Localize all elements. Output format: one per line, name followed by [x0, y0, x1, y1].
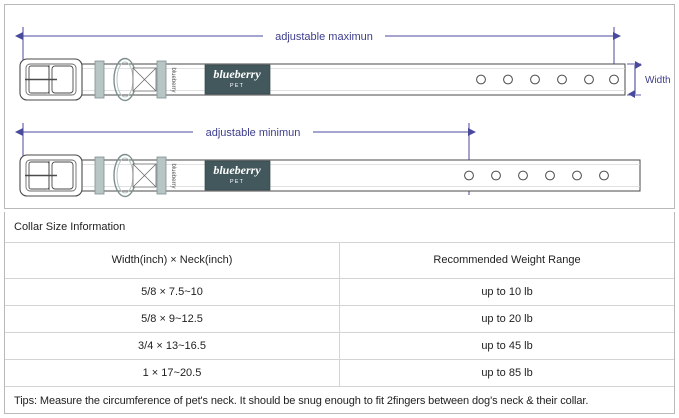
cell-weight: up to 10 lb [339, 277, 674, 305]
dimension-label-max: adjustable maximun [275, 31, 373, 43]
cell-size: 1 × 17~20.5 [5, 358, 340, 386]
table-row: 5/8 × 7.5~10 up to 10 lb [5, 277, 674, 305]
collar-diagram-panel: adjustable maximun [4, 4, 675, 209]
cell-size: 5/8 × 9~12.5 [5, 304, 340, 332]
cell-size: 5/8 × 7.5~10 [5, 277, 340, 305]
collar-bottom-buckle [19, 154, 83, 197]
table-header-row: Width(inch) × Neck(inch) Recommended Wei… [5, 241, 674, 278]
collar-bottom-x-connector [132, 163, 157, 188]
collar-size-table-wrap: Collar Size Information Width(inch) × Ne… [4, 212, 675, 415]
dimension-label-width: Width [645, 75, 671, 86]
cell-size: 3/4 × 13~16.5 [5, 331, 340, 359]
table-tips: Tips: Measure the circumference of pet's… [5, 385, 674, 415]
dimension-adjustable-minimum: adjustable minimun [15, 127, 476, 139]
table-row: 5/8 × 9~12.5 up to 20 lb [5, 304, 674, 332]
brand-name-bottom: blueberry [213, 163, 261, 177]
cell-weight: up to 20 lb [339, 304, 674, 332]
brand-sub-top: PET [230, 83, 244, 89]
brand-name-top: blueberry [213, 67, 261, 81]
collar-top-holes [476, 74, 619, 85]
table-row: 3/4 × 13~16.5 up to 45 lb [5, 331, 674, 359]
dimension-adjustable-maximum: adjustable maximun [15, 31, 621, 43]
brand-sub-bottom: PET [230, 179, 244, 185]
collar-bottom-holes [464, 170, 609, 181]
collar-top-keeper-2 [156, 60, 167, 99]
table-title-row: Collar Size Information [5, 212, 674, 242]
collar-bottom-keeper-2 [156, 156, 167, 195]
collar-top-buckle [19, 58, 83, 101]
table-title: Collar Size Information [14, 220, 126, 233]
table-row: 1 × 17~20.5 up to 85 lb [5, 358, 674, 386]
collar-bottom-assembly: adjustable minimun [15, 123, 641, 198]
collar-top-x-connector [132, 67, 157, 92]
dimension-label-min: adjustable minimun [206, 127, 301, 139]
cell-weight: up to 85 lb [339, 358, 674, 386]
dimension-width: Width [627, 61, 671, 98]
collar-diagram: adjustable maximun [15, 27, 671, 198]
collar-size-table: Collar Size Information Width(inch) × Ne… [5, 212, 674, 415]
collar-top-keeper-text: blueberry [170, 67, 176, 92]
collar-top-assembly: adjustable maximun [15, 27, 671, 102]
column-header-size: Width(inch) × Neck(inch) [5, 241, 340, 278]
collar-bottom-keeper-text: blueberry [170, 163, 176, 188]
table-tips-row: Tips: Measure the circumference of pet's… [5, 385, 674, 415]
collar-top-keeper-1 [94, 60, 105, 99]
column-header-weight: Recommended Weight Range [339, 241, 674, 278]
collar-bottom-keeper-1 [94, 156, 105, 195]
cell-weight: up to 45 lb [339, 331, 674, 359]
collar-top-logo-patch: blueberry PET [204, 64, 271, 95]
collar-bottom-logo-patch: blueberry PET [204, 160, 271, 191]
